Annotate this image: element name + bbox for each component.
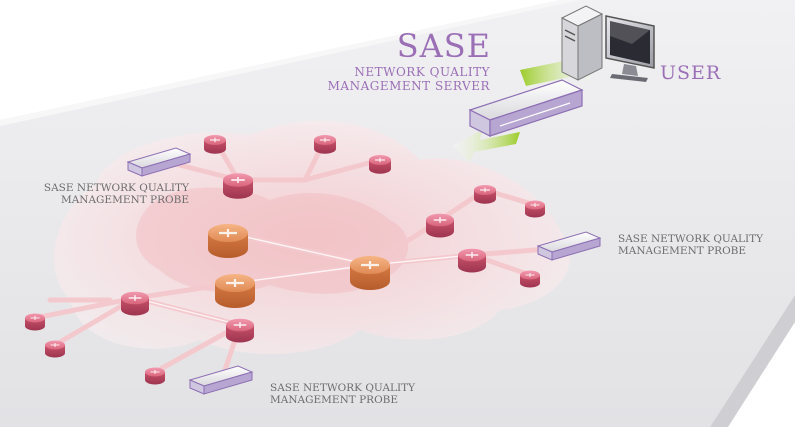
probe-icon [536, 231, 602, 261]
server-subtitle: NETWORK QUALITY MANAGEMENT SERVER [327, 65, 490, 94]
probe-left [126, 147, 192, 177]
arrow-icon [452, 130, 520, 162]
probe-bottom-line2: MANAGEMENT PROBE [270, 394, 399, 407]
user-computer-icon [560, 5, 655, 82]
router-icon [223, 173, 253, 199]
server-subtitle-line1: NETWORK QUALITY [354, 65, 490, 79]
router-icon [458, 248, 486, 273]
router-icon [226, 318, 254, 343]
probe-right [536, 231, 602, 261]
probe-right-label: SASE NETWORK QUALITY MANAGEMENT PROBE [618, 233, 763, 257]
router-icon [369, 155, 391, 174]
router-icon [520, 270, 540, 288]
router-icon [204, 135, 226, 154]
probe-icon [126, 147, 192, 177]
probe-left-label: SASE NETWORK QUALITY MANAGEMENT PROBE [44, 182, 189, 206]
server-title: SASE [396, 27, 491, 65]
router-icon [215, 274, 255, 308]
router-icon [45, 340, 65, 358]
server-icon [468, 79, 584, 137]
probe-icon [188, 365, 254, 395]
probe-bottom-label: SASE NETWORK QUALITY MANAGEMENT PROBE [270, 382, 415, 406]
routers [25, 135, 545, 385]
router-icon [314, 135, 336, 154]
router-icon [121, 291, 149, 316]
router-icon [350, 256, 390, 290]
router-icon [145, 367, 165, 385]
router-icon [525, 200, 545, 218]
probe-left-line2: MANAGEMENT PROBE [60, 194, 189, 207]
probe-left-line1: SASE NETWORK QUALITY [43, 182, 189, 194]
router-icon [426, 213, 454, 238]
server-subtitle-line2: MANAGEMENT SERVER [327, 78, 490, 93]
probe-right-line2: MANAGEMENT PROBE [618, 245, 747, 258]
probe-right-line1: SASE NETWORK QUALITY [618, 233, 764, 245]
router-icon [474, 185, 496, 204]
router-icon [208, 224, 248, 258]
router-icon [25, 313, 45, 331]
probe-bottom [188, 365, 254, 395]
user-label: USER [660, 62, 722, 84]
probe-bottom-line1: SASE NETWORK QUALITY [270, 382, 416, 394]
